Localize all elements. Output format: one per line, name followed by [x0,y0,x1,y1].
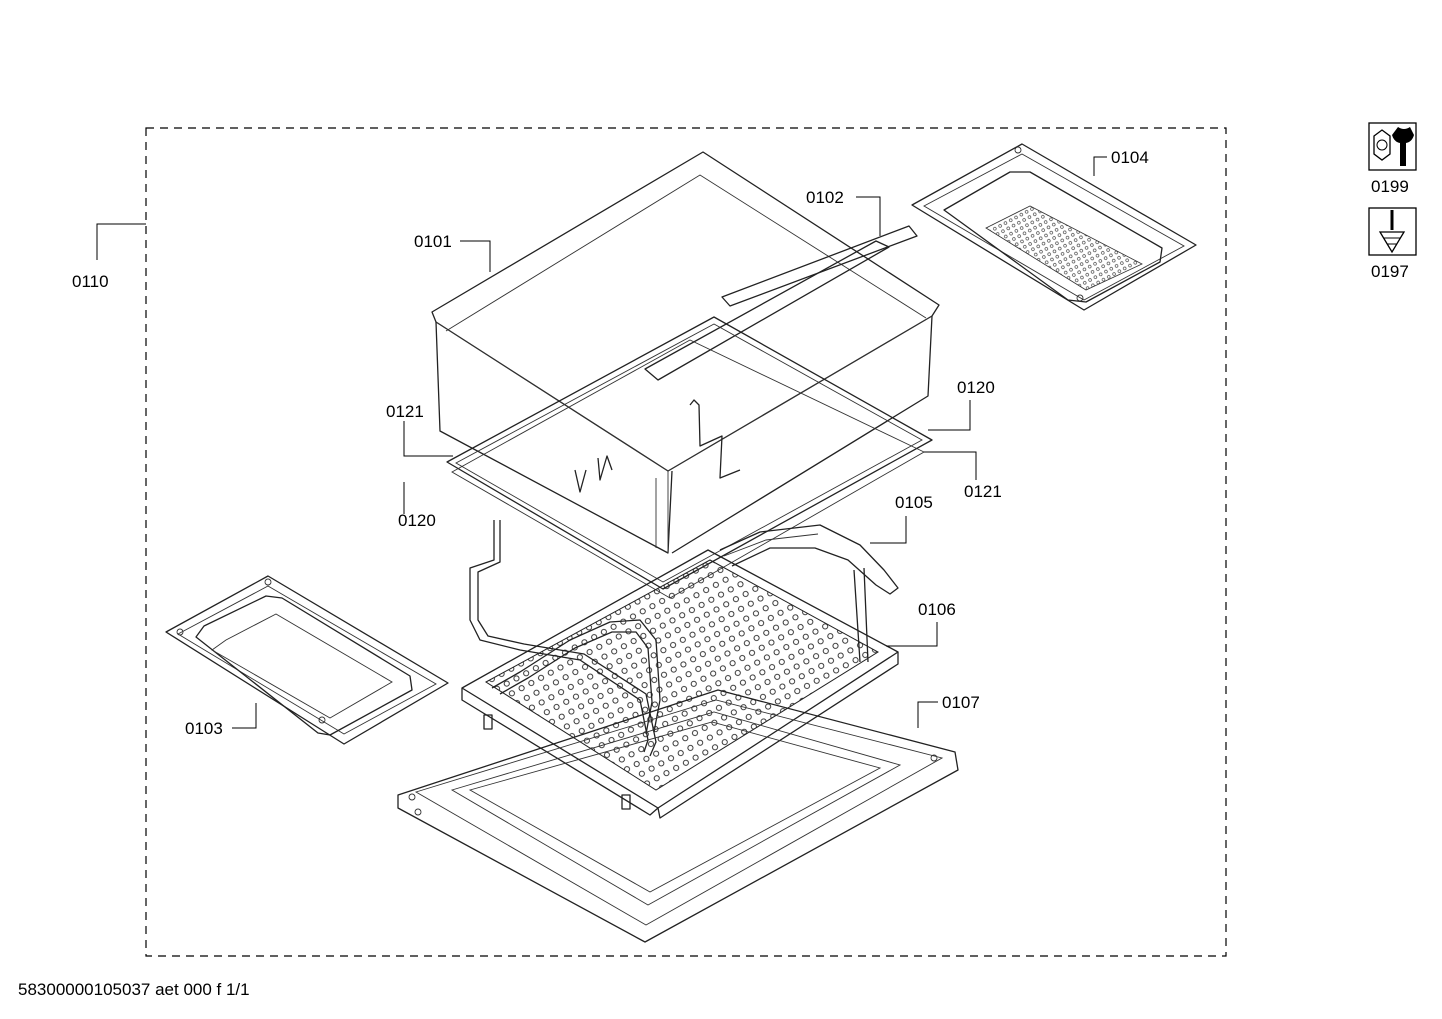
assembly-frame [145,127,1227,957]
label-0121-right: 0121 [964,482,1002,501]
part-0102-strip[interactable] [721,225,918,307]
label-0120-right: 0120 [957,378,995,397]
label-0197: 0197 [1371,262,1409,281]
screwdriver-screw-icon[interactable] [1368,207,1417,256]
part-0104-perforated-pan[interactable] [911,143,1197,311]
label-0102: 0102 [806,188,844,207]
leader-lines [96,156,1107,729]
part-0106-perforated-tray[interactable] [461,549,899,819]
label-0120-left: 0120 [398,511,436,530]
label-0101: 0101 [414,232,452,251]
part-0107-baking-tray[interactable] [397,689,959,943]
part-0120-gasket[interactable] [446,316,933,590]
part-0103-pan[interactable] [165,575,449,745]
label-0107: 0107 [942,693,980,712]
part-0121-gasket[interactable] [451,339,925,599]
label-0105: 0105 [895,493,933,512]
label-0103: 0103 [185,719,223,738]
label-0110: 0110 [72,272,109,291]
wrench-nut-icon[interactable] [1368,122,1417,171]
part-0101-box[interactable] [431,151,940,554]
label-0106: 0106 [918,600,956,619]
document-code: 58300000105037 aet 000 f 1/1 [18,980,250,999]
label-0199: 0199 [1371,177,1409,196]
label-0121-left: 0121 [386,402,424,421]
label-0104: 0104 [1111,148,1149,167]
